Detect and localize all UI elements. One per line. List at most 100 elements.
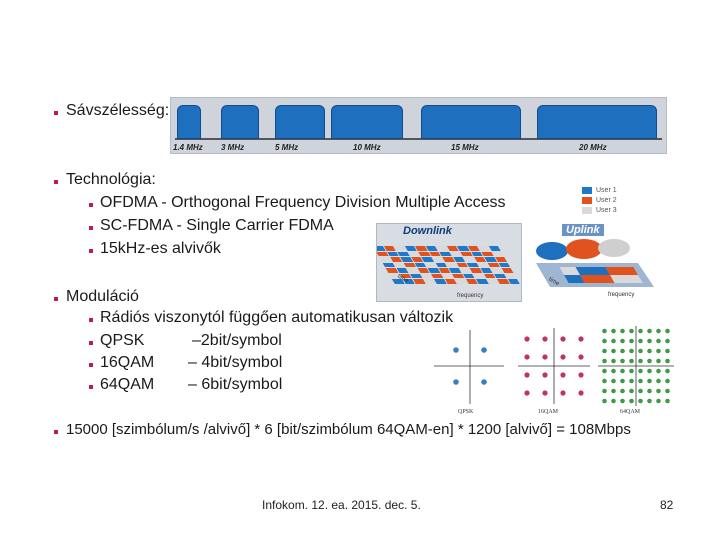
uplink-figure: Uplink time frequency — [530, 223, 655, 302]
uplink-diagram — [536, 239, 654, 287]
bandwidth-label: 1.4 MHz — [173, 143, 203, 152]
legend-label: User 2 — [596, 196, 617, 204]
modulation-bits: – 4bit/symbol — [188, 354, 283, 371]
qam64-point — [665, 348, 670, 354]
qam64-point — [665, 328, 670, 334]
legend-swatch — [582, 206, 592, 214]
bandwidth-block-4 — [331, 105, 403, 139]
qam64-point — [629, 398, 634, 404]
qam64-point — [620, 388, 625, 394]
qam64-point — [656, 328, 661, 334]
qam64-point — [638, 348, 643, 354]
page-number: 82 — [660, 498, 674, 512]
downlink-cell — [491, 251, 504, 256]
modulation-item: 64QAM — [100, 376, 155, 393]
downlink-cell — [507, 279, 520, 284]
bullet-marker — [54, 297, 58, 301]
qam64-point — [638, 368, 643, 374]
qam64-point — [656, 358, 661, 364]
sub-bullet-marker — [89, 249, 93, 253]
qam64-point — [647, 398, 652, 404]
uplink-block — [559, 267, 581, 275]
bullet-marker — [54, 430, 58, 434]
downlink-figure: Downlink time frequency — [376, 223, 522, 302]
qpsk-point — [481, 347, 487, 353]
qam64-point — [620, 378, 625, 384]
modulation-heading: Moduláció — [66, 288, 139, 305]
legend-label: User 3 — [596, 206, 617, 214]
qam64-point — [602, 328, 607, 334]
qam64-point — [611, 378, 616, 384]
qam64-point — [629, 328, 634, 334]
qam64-point — [620, 348, 625, 354]
qam64-point — [620, 358, 625, 364]
downlink-cell — [488, 246, 501, 251]
constellation-diagrams — [434, 326, 674, 406]
qpsk-point — [481, 379, 487, 385]
qam64-point — [638, 328, 643, 334]
qam16-point — [578, 390, 584, 396]
qam16-point — [560, 336, 566, 342]
bandwidth-block-3 — [275, 105, 325, 139]
downlink-title: Downlink — [403, 225, 452, 237]
modulation-bits: – 6bit/symbol — [188, 376, 283, 393]
uplink-title: Uplink — [562, 224, 604, 236]
qam64-point — [665, 358, 670, 364]
qam64-point — [647, 348, 652, 354]
qam64-point — [629, 388, 634, 394]
sub-bullet-marker — [89, 341, 93, 345]
legend-row: User 2 — [582, 195, 617, 205]
qam16-point — [542, 390, 548, 396]
bandwidth-label: 3 MHz — [221, 143, 245, 152]
sub-bullet-marker — [89, 203, 93, 207]
bullet-marker — [54, 180, 58, 184]
qam64-point — [647, 338, 652, 344]
qam64-point — [638, 388, 643, 394]
modulation-item: Rádiós viszonytól függően automatikusan … — [100, 309, 454, 326]
technology-item: SC-FDMA - Single Carrier FDMA — [100, 217, 334, 234]
bandwidth-heading: Sávszélesség: — [66, 102, 170, 119]
qam64-point — [602, 348, 607, 354]
uplink-user1-spectrum — [536, 242, 568, 260]
qam64-point — [656, 378, 661, 384]
qam64-point — [611, 368, 616, 374]
bullet-marker — [54, 111, 58, 115]
qam16-point — [542, 354, 548, 360]
qam64-point — [602, 338, 607, 344]
qam64-point — [665, 378, 670, 384]
qpsk-label: QPSK — [458, 409, 474, 415]
user-legend: User 1 User 2 User 3 — [582, 185, 617, 215]
qam64-point — [647, 328, 652, 334]
qam64-point — [656, 398, 661, 404]
qam16-point — [542, 372, 548, 378]
downlink-cell — [497, 262, 510, 267]
qam64-point — [602, 378, 607, 384]
qam64-point — [629, 378, 634, 384]
sub-bullet-marker — [89, 318, 93, 322]
legend-label: User 1 — [596, 186, 617, 194]
qam64-point — [638, 338, 643, 344]
qam64-label: 64QAM — [620, 409, 641, 415]
qam16-point — [524, 336, 530, 342]
qam16-point — [542, 336, 548, 342]
qam64-point — [620, 368, 625, 374]
downlink-cell — [494, 257, 507, 262]
uplink-user2-spectrum — [566, 239, 602, 259]
qam64-point — [629, 338, 634, 344]
legend-row: User 3 — [582, 205, 617, 215]
qam64-point — [602, 358, 607, 364]
qam64-point — [611, 398, 616, 404]
qam64-point — [629, 368, 634, 374]
qam64-point — [629, 348, 634, 354]
qam64-point — [620, 338, 625, 344]
qam64-point — [620, 328, 625, 334]
modulation-item: 16QAM — [100, 354, 155, 371]
uplink-block — [605, 267, 639, 275]
qpsk-point — [453, 379, 459, 385]
throughput-formula: 15000 [szimbólum/s /alvivő] * 6 [bit/szi… — [66, 421, 631, 438]
qam64-point — [656, 348, 661, 354]
qam64-point — [638, 398, 643, 404]
qam64-point — [629, 358, 634, 364]
legend-swatch — [582, 186, 592, 194]
qam16-point — [524, 390, 530, 396]
